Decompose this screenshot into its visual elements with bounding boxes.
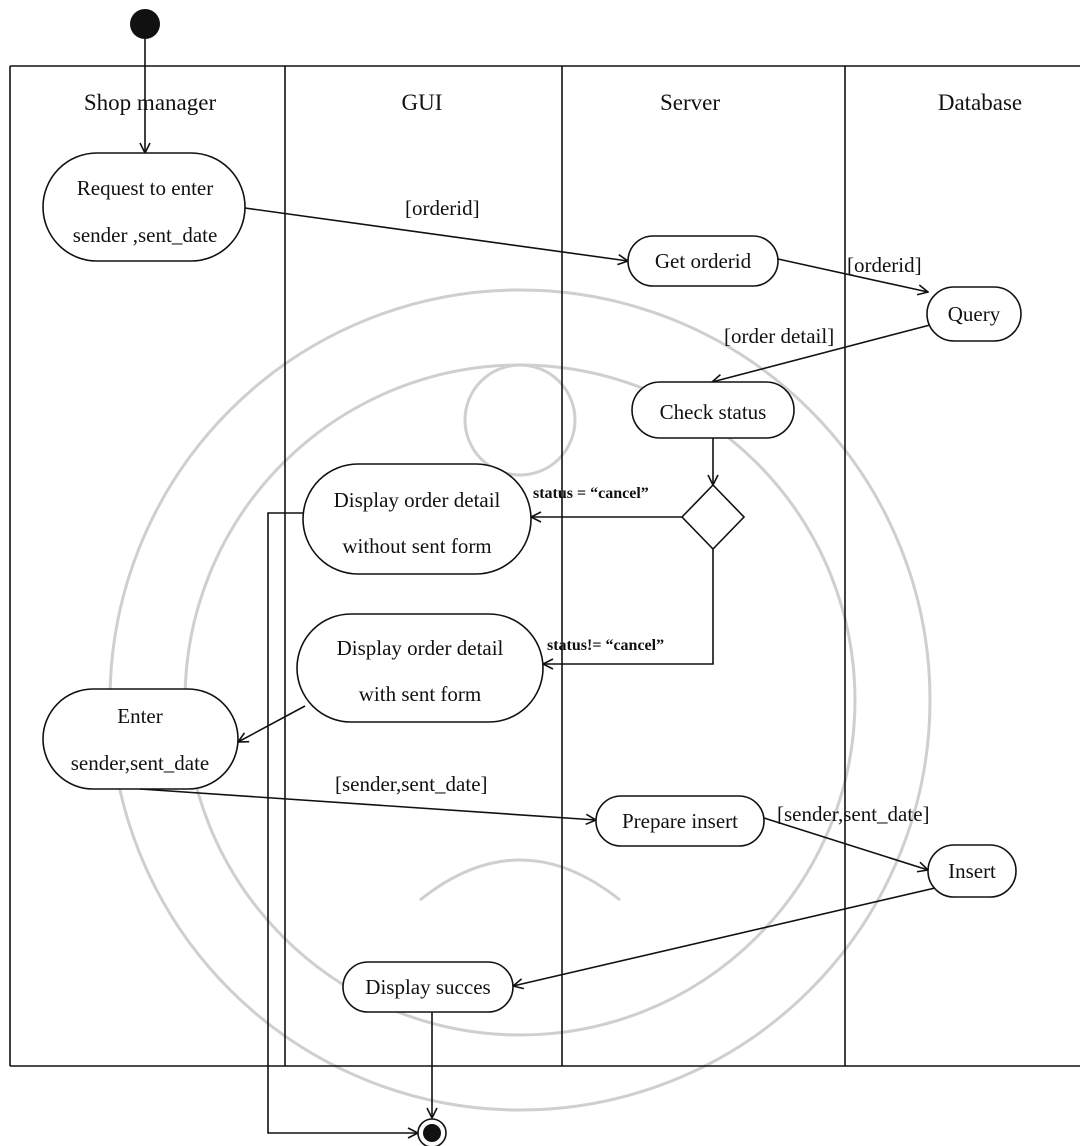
action-request-enter-line2: sender ,sent_date bbox=[73, 223, 218, 247]
action-enter-sender-line1: Enter bbox=[117, 704, 162, 728]
guard-sender-sent-date-1: [sender,sent_date] bbox=[335, 772, 488, 796]
action-get-orderid-label: Get orderid bbox=[655, 249, 752, 273]
condition-cancel: status = “cancel” bbox=[533, 485, 649, 502]
action-display-success bbox=[342, 961, 514, 1013]
guard-orderid-1: [orderid] bbox=[405, 196, 480, 220]
condition-not-cancel: status!= “cancel” bbox=[547, 637, 664, 654]
lane-title-database: Database bbox=[938, 90, 1022, 115]
initial-node bbox=[130, 9, 160, 39]
action-insert bbox=[927, 844, 1017, 898]
action-display-success-label: Display succes bbox=[365, 975, 490, 999]
guard-sender-sent-date-2: [sender,sent_date] bbox=[777, 802, 930, 826]
action-display-with-line2: with sent form bbox=[359, 682, 481, 706]
action-request-enter bbox=[42, 152, 246, 262]
action-display-without-sent-form bbox=[302, 463, 532, 575]
action-request-enter-line1: Request to enter bbox=[77, 176, 213, 200]
action-prepare-insert-label: Prepare insert bbox=[622, 809, 738, 833]
action-prepare-insert bbox=[595, 795, 765, 847]
action-display-with-line1: Display order detail bbox=[337, 636, 504, 660]
swimlane-frame bbox=[9, 65, 1080, 1067]
guard-order-detail: [order detail] bbox=[724, 324, 834, 348]
action-check-status-label: Check status bbox=[660, 400, 767, 424]
action-query-label: Query bbox=[948, 302, 1001, 326]
lane-title-server: Server bbox=[660, 90, 720, 115]
lane-title-shop-manager: Shop manager bbox=[84, 90, 217, 115]
action-display-without-line2: without sent form bbox=[342, 534, 491, 558]
lane-title-gui: GUI bbox=[402, 90, 443, 115]
action-display-with-sent-form bbox=[296, 613, 544, 723]
action-display-without-line1: Display order detail bbox=[334, 488, 501, 512]
action-query bbox=[926, 286, 1022, 342]
action-get-orderid bbox=[627, 235, 779, 287]
guard-orderid-2: [orderid] bbox=[847, 253, 922, 277]
action-insert-label: Insert bbox=[948, 859, 996, 883]
action-enter-sender-line2: sender,sent_date bbox=[71, 751, 210, 775]
final-node bbox=[417, 1118, 447, 1146]
decision-status bbox=[680, 483, 746, 551]
